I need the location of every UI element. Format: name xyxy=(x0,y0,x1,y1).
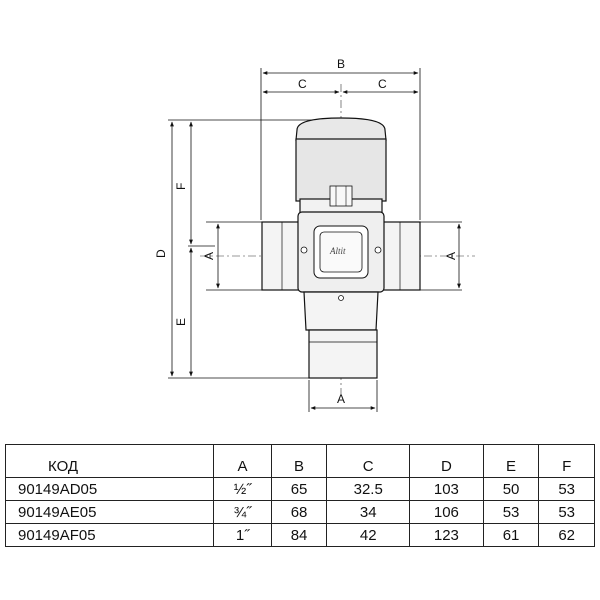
left-pipe xyxy=(261,221,301,291)
dim-label-c-left: C xyxy=(298,77,307,91)
header-d: D xyxy=(409,444,484,478)
dim-label-a-left: A xyxy=(202,252,216,260)
header-code: КОД xyxy=(4,444,215,478)
cell-f: 53 xyxy=(538,477,595,501)
cell-d: 123 xyxy=(409,523,484,547)
header-f: F xyxy=(538,444,595,478)
cell-b: 65 xyxy=(270,477,328,501)
cell-d: 103 xyxy=(409,477,484,501)
header-c: C xyxy=(326,444,411,478)
cell-c: 32.5 xyxy=(326,477,411,501)
header-e: E xyxy=(482,444,540,478)
cell-a: ½˝ xyxy=(213,477,272,501)
cell-code: 90149AD05 xyxy=(4,477,215,501)
cell-d: 106 xyxy=(409,500,484,524)
dim-label-d: D xyxy=(154,249,168,258)
cell-a: 1˝ xyxy=(213,523,272,547)
cell-e: 50 xyxy=(482,477,540,501)
dim-label-b: B xyxy=(337,57,345,71)
bottom-outlet xyxy=(308,329,378,379)
valve-drawing: Altit B C C D F E A A A xyxy=(154,57,475,412)
cell-code: 90149AE05 xyxy=(4,500,215,524)
right-pipe xyxy=(381,221,421,291)
dim-label-a-right: A xyxy=(444,252,458,260)
cell-f: 62 xyxy=(538,523,595,547)
valve-cap xyxy=(295,117,387,141)
header-b: B xyxy=(270,444,328,478)
table-row: 90149AF05 1˝ 84 42 123 61 62 xyxy=(4,523,595,547)
dim-label-f: F xyxy=(174,183,188,190)
cell-code: 90149AF05 xyxy=(4,523,215,547)
cell-a: ¾˝ xyxy=(213,500,272,524)
table-row: 90149AD05 ½˝ 65 32.5 103 50 53 xyxy=(4,477,595,501)
brand-logo: Altit xyxy=(329,246,346,256)
cell-c: 42 xyxy=(326,523,411,547)
dim-label-e: E xyxy=(174,318,188,326)
spec-table: КОД A B C D E F 90149AD05 ½˝ 65 32.5 103… xyxy=(4,444,595,547)
cell-b: 68 xyxy=(270,500,328,524)
cell-c: 34 xyxy=(326,500,411,524)
cell-e: 61 xyxy=(482,523,540,547)
table-row: 90149AE05 ¾˝ 68 34 106 53 53 xyxy=(4,500,595,524)
dim-label-a-bottom: A xyxy=(337,392,345,406)
cell-e: 53 xyxy=(482,500,540,524)
cell-b: 84 xyxy=(270,523,328,547)
valve-body xyxy=(261,117,421,379)
dim-label-c-right: C xyxy=(378,77,387,91)
header-a: A xyxy=(213,444,272,478)
table-header-row: КОД A B C D E F xyxy=(4,444,595,478)
cell-f: 53 xyxy=(538,500,595,524)
extension-lines xyxy=(168,68,462,412)
dimension-labels: B C C D F E A A A xyxy=(154,57,458,406)
